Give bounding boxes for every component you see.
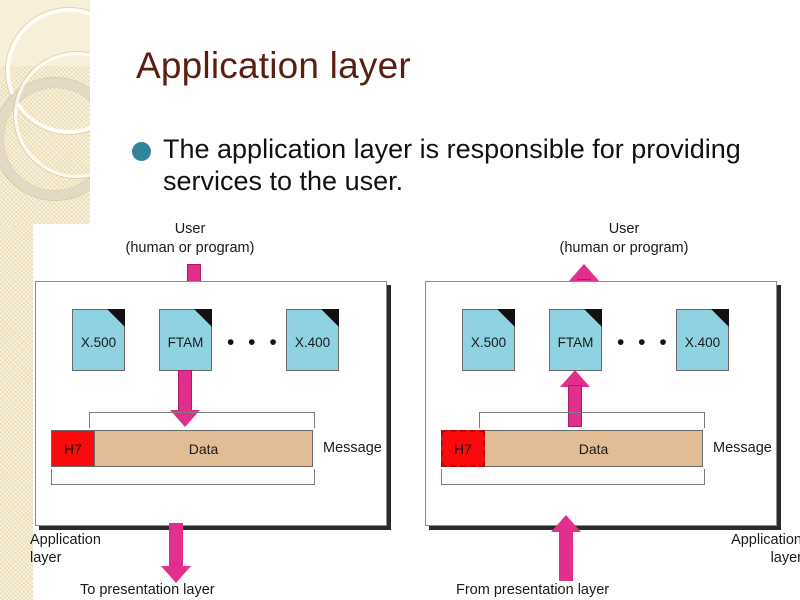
- doc-label: X.500: [80, 334, 117, 350]
- arrow-message-to-ftam-right: [560, 370, 590, 427]
- diagram-sending-side: User (human or program) X.500 FTAM • • •…: [28, 218, 408, 600]
- message-bracket-top-left: [89, 412, 315, 428]
- message-bracket-top-right: [479, 412, 705, 428]
- doc-label: FTAM: [167, 334, 204, 350]
- doc-icon-x400-left: X.400: [286, 309, 339, 371]
- user-label-line1: User: [174, 221, 206, 237]
- page-fold-icon: [584, 309, 602, 327]
- data-payload-right: Data: [485, 430, 703, 467]
- arrow-from-presentation-layer: [551, 515, 581, 581]
- sidebar-strip-texture: [0, 224, 33, 600]
- user-label-line1: User: [608, 221, 640, 237]
- layer-name-line2: layer: [770, 550, 800, 567]
- arrow-to-presentation-layer: [161, 523, 191, 583]
- doc-label: X.400: [684, 334, 721, 350]
- message-bracket-bottom-left: [51, 469, 315, 485]
- message-bracket-bottom-right: [441, 469, 705, 485]
- application-layer-box-right: X.500 FTAM • • • X.400 H7 Data Message: [425, 281, 777, 526]
- layer-name-line1: Application: [731, 532, 800, 548]
- layer-name-line2: layer: [30, 550, 62, 567]
- slide-decoration-sidebar-strip: [0, 224, 33, 600]
- flow-label-right: From presentation layer: [456, 582, 610, 598]
- doc-label: X.500: [470, 334, 507, 350]
- message-label-right: Message: [713, 440, 772, 456]
- slide-decoration-sidebar-top: [0, 0, 90, 224]
- ellipsis-right: • • •: [617, 331, 671, 354]
- layer-name-line1: Application: [30, 532, 101, 548]
- layer-name-right: Application layer: [731, 531, 800, 567]
- bullet-list: The application layer is responsible for…: [132, 134, 752, 198]
- message-bar-right: H7 Data: [441, 430, 703, 467]
- doc-icon-x500-right: X.500: [462, 309, 515, 371]
- page-fold-icon: [711, 309, 729, 327]
- doc-icon-ftam-right: FTAM: [549, 309, 602, 371]
- arrow-ftam-to-message-left: [170, 370, 200, 427]
- ellipsis-left: • • •: [227, 331, 281, 354]
- application-layer-box-left: X.500 FTAM • • • X.400 H7 Data Message: [35, 281, 387, 526]
- page-fold-icon: [194, 309, 212, 327]
- user-label-left: User (human or program): [0, 220, 380, 257]
- user-label-line2: (human or program): [125, 239, 255, 256]
- bullet-item-text: The application layer is responsible for…: [163, 134, 741, 196]
- page-fold-icon: [497, 309, 515, 327]
- diagram-receiving-side: User (human or program) X.500 FTAM • • •…: [418, 218, 800, 600]
- user-label-line2: (human or program): [559, 239, 689, 256]
- doc-icon-x400-right: X.400: [676, 309, 729, 371]
- page-fold-icon: [107, 309, 125, 327]
- doc-label: X.400: [294, 334, 331, 350]
- doc-icon-ftam-left: FTAM: [159, 309, 212, 371]
- data-payload-left: Data: [95, 430, 313, 467]
- flow-label-left: To presentation layer: [80, 582, 215, 598]
- bullet-point-icon: [132, 142, 151, 161]
- doc-icon-x500-left: X.500: [72, 309, 125, 371]
- page-fold-icon: [321, 309, 339, 327]
- message-bar-left: H7 Data: [51, 430, 313, 467]
- header-h7-right: H7: [441, 430, 485, 467]
- user-label-right: User (human or program): [434, 220, 800, 257]
- header-h7-left: H7: [51, 430, 95, 467]
- doc-label: FTAM: [557, 334, 594, 350]
- layer-name-left: Application layer: [30, 531, 101, 567]
- page-title: Application layer: [136, 45, 411, 86]
- message-label-left: Message: [323, 440, 382, 456]
